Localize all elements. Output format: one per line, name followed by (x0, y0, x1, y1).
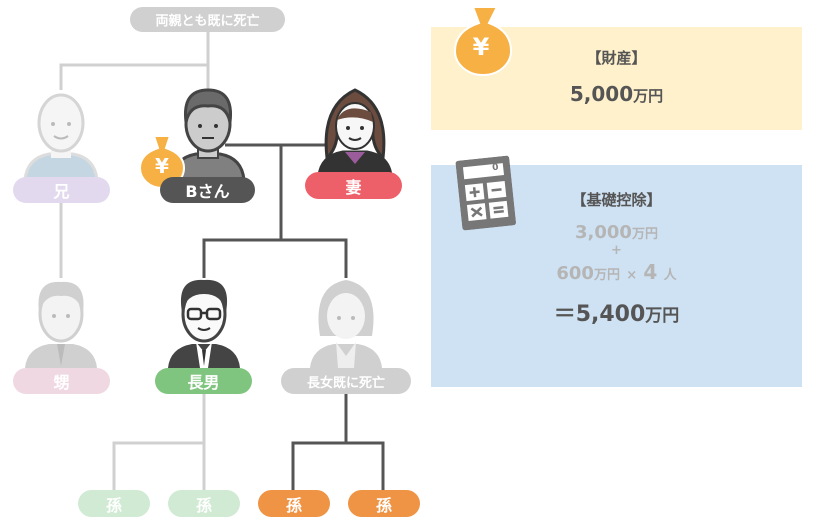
grandchild-label: 孫 (168, 490, 240, 517)
eldest-son-figure (168, 279, 240, 368)
heir-count: 4 (643, 260, 658, 284)
nephew-figure (25, 281, 97, 368)
deduction-per-person: 600 (556, 263, 594, 284)
deduction-total-unit: 万円 (645, 306, 680, 326)
eldest-daughter-figure (310, 280, 382, 368)
wife-label: 妻 (305, 172, 402, 199)
money-bag-icon: ¥ (453, 5, 513, 77)
parents-label: 両親とも既に死亡 (130, 7, 285, 32)
assets-amount: 5,000 (569, 82, 634, 106)
b-label: Bさん (160, 177, 255, 203)
equals-sign: ＝ (553, 302, 576, 327)
eldest-daughter-label: 長女既に死亡 (281, 368, 411, 394)
deduction-total: 5,400 (575, 302, 646, 327)
wife-figure (317, 88, 393, 176)
brother-label: 兄 (13, 177, 110, 203)
count-unit: 人 (663, 268, 677, 283)
deduction-base: 3,000 (575, 222, 632, 243)
calculator-icon: 0 (451, 153, 521, 237)
plus-sign: + (611, 243, 622, 258)
grandchild-label: 孫 (348, 490, 420, 517)
assets-title: 【財産】 (586, 49, 647, 67)
deduction-per-unit: 万円 (593, 268, 620, 283)
assets-unit: 万円 (633, 87, 664, 105)
grandchild-label: 孫 (78, 490, 150, 517)
nephew-label: 甥 (13, 368, 110, 394)
brother-figure (23, 93, 99, 180)
eldest-son-label: 長男 (155, 368, 252, 394)
deduction-title: 【基礎控除】 (571, 191, 662, 209)
deduction-base-unit: 万円 (631, 227, 658, 242)
times-sign: × (626, 268, 638, 283)
grandchild-label: 孫 (258, 490, 330, 517)
